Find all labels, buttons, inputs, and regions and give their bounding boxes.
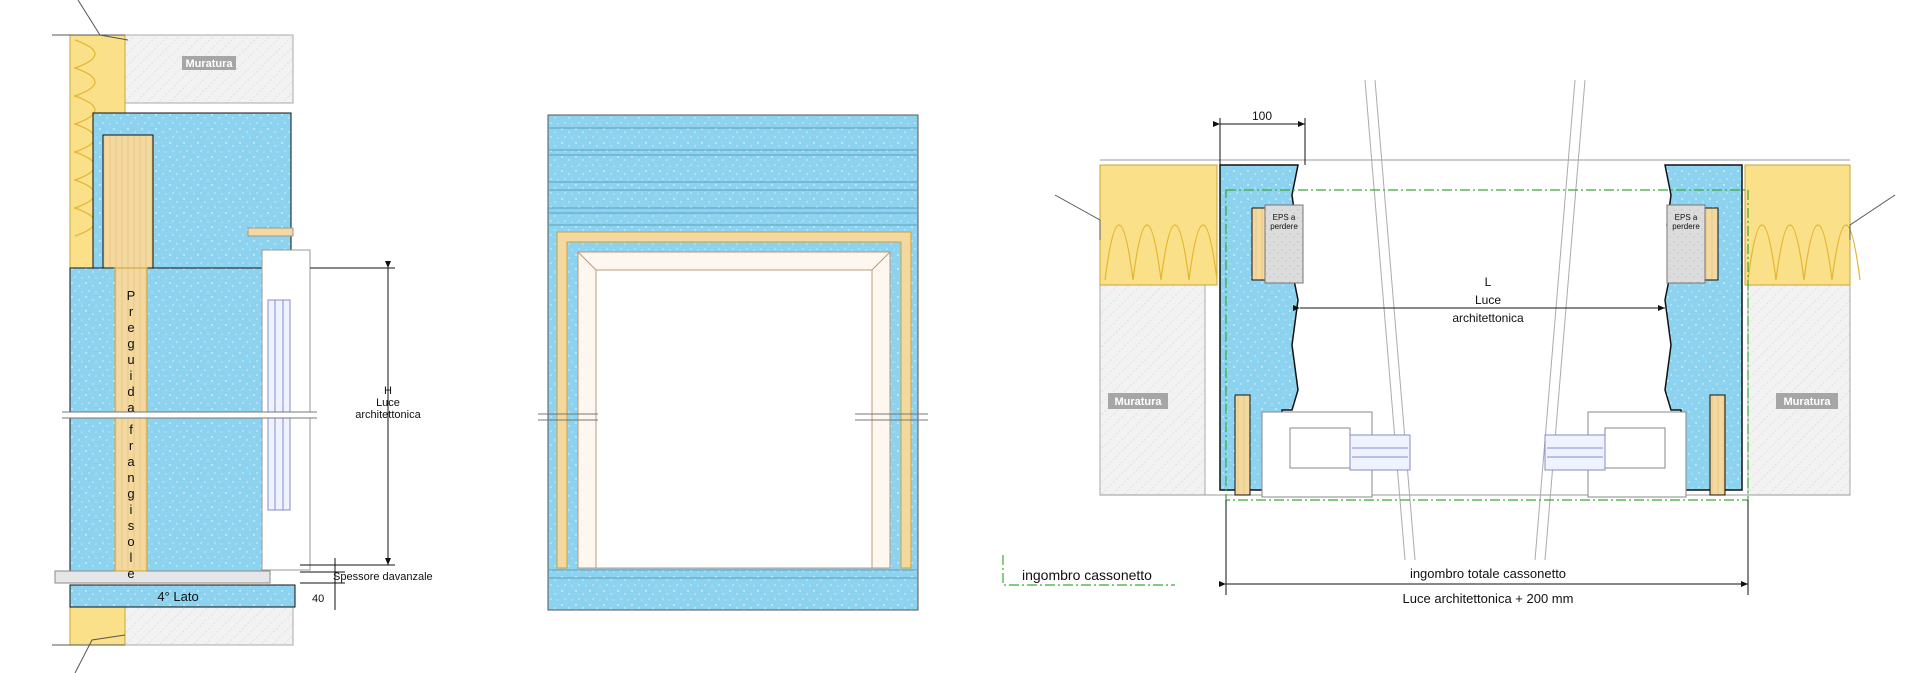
guide-line (1364, 79, 1406, 561)
guide-line (1544, 79, 1586, 561)
elevation-wood-frame (556, 231, 912, 569)
sill-value: 40 (312, 593, 324, 605)
eps-label-right-2: perdere (1672, 222, 1700, 231)
masonry-left-tag-bg (1108, 393, 1168, 409)
preguida-letter: a (127, 400, 135, 415)
profile-inner (1604, 427, 1666, 469)
horizontal-section: Muratura Muratura EPS a perdere EPS a pe… (1002, 79, 1896, 606)
masonry-right-tag: Muratura (1783, 396, 1831, 408)
masonry-left-tag: Muratura (1114, 396, 1162, 408)
frame-miter (871, 251, 891, 271)
sill-ledge (247, 227, 294, 237)
h-label-line1: Luce (376, 397, 400, 409)
wood-cleat-right (1704, 207, 1719, 281)
wood-jamb-right (1709, 394, 1726, 496)
preguida-letter: e (127, 320, 134, 335)
preguida-vertical-text: P r e g u i d a f r a n g i s o l e (127, 288, 136, 581)
fourth-side-block (69, 584, 296, 608)
break-symbol-left (1054, 194, 1101, 240)
preguida-letter: e (127, 566, 134, 581)
break-symbol (77, 0, 129, 41)
total-label: ingombro totale cassonetto (1410, 566, 1566, 581)
total-formula: Luce architettonica + 200 mm (1403, 591, 1574, 606)
preguida-letter: g (127, 336, 134, 351)
insulation-wave-left (1104, 224, 1218, 281)
preguida-letter: n (127, 470, 134, 485)
eps-main-block (69, 267, 263, 574)
masonry-right-tag-bg (1776, 393, 1838, 409)
window-profile-right (1544, 411, 1687, 498)
preguida-letter: r (129, 438, 134, 453)
fourth-side-label: 4° Lato (157, 589, 198, 604)
preguida-letter: r (129, 304, 134, 319)
sill (54, 570, 271, 584)
insulation-wave-right (1747, 224, 1861, 281)
glass-pane (267, 299, 291, 511)
eps-label-left-2: perdere (1270, 222, 1298, 231)
h-label-line2: architettonica (355, 409, 421, 421)
preguida-letter: g (127, 486, 134, 501)
legend-swatch (1002, 555, 1175, 586)
preguida-letter: a (127, 454, 135, 469)
legend-label: ingombro cassonetto (1022, 567, 1152, 583)
break-symbol-right (1849, 194, 1896, 240)
window-profile-left (1261, 411, 1411, 498)
preguida-letter: u (127, 352, 134, 367)
preguida-letter: f (129, 422, 133, 437)
eps-lost-left (1264, 204, 1304, 284)
vertical-section: Muratura 4° Lato P r e g u i d a f r a n (52, 0, 433, 673)
profile-glass (1349, 434, 1411, 471)
masonry-tag: Muratura (185, 58, 233, 70)
legend: ingombro cassonetto (1002, 555, 1175, 586)
l-label-line1: Luce (1475, 293, 1501, 307)
profile-glass (1544, 434, 1606, 471)
preguida-letter: o (127, 534, 134, 549)
l-letter: L (1485, 275, 1492, 289)
masonry-right (1747, 284, 1851, 496)
sill-label: Spessore davanzale (333, 571, 433, 583)
preguida-letter: s (128, 518, 135, 533)
elevation-opening (595, 269, 873, 569)
h-letter: H (384, 385, 392, 397)
preguida-letter: l (130, 550, 133, 565)
eps-lost-right (1666, 204, 1706, 284)
masonry-tag-bg (182, 56, 236, 70)
break-symbol (74, 634, 126, 673)
wood-cleat-left (1251, 207, 1266, 281)
preguida-letter: i (130, 502, 133, 517)
preguida-letter: d (127, 384, 134, 399)
frame-miter (577, 251, 597, 271)
eps-label-left-1: EPS a (1273, 213, 1296, 222)
cassonetto-envelope (1225, 189, 1749, 501)
dim-100-value: 100 (1252, 109, 1272, 123)
guide-line (1534, 79, 1576, 561)
eps-label-right-1: EPS a (1675, 213, 1698, 222)
preguida-letter: P (127, 288, 136, 303)
front-elevation (538, 114, 928, 611)
break-gap (62, 412, 317, 418)
preguida-wood (114, 267, 148, 572)
profile-inner (1289, 427, 1351, 469)
l-label-line2: architettonica (1452, 311, 1524, 325)
window-frame-vertical (261, 249, 311, 571)
preguida-wood-upper (102, 134, 154, 269)
masonry-left (1099, 284, 1206, 496)
wood-jamb-left (1234, 394, 1251, 496)
guide-line (1374, 79, 1416, 561)
preguida-letter: i (130, 368, 133, 383)
